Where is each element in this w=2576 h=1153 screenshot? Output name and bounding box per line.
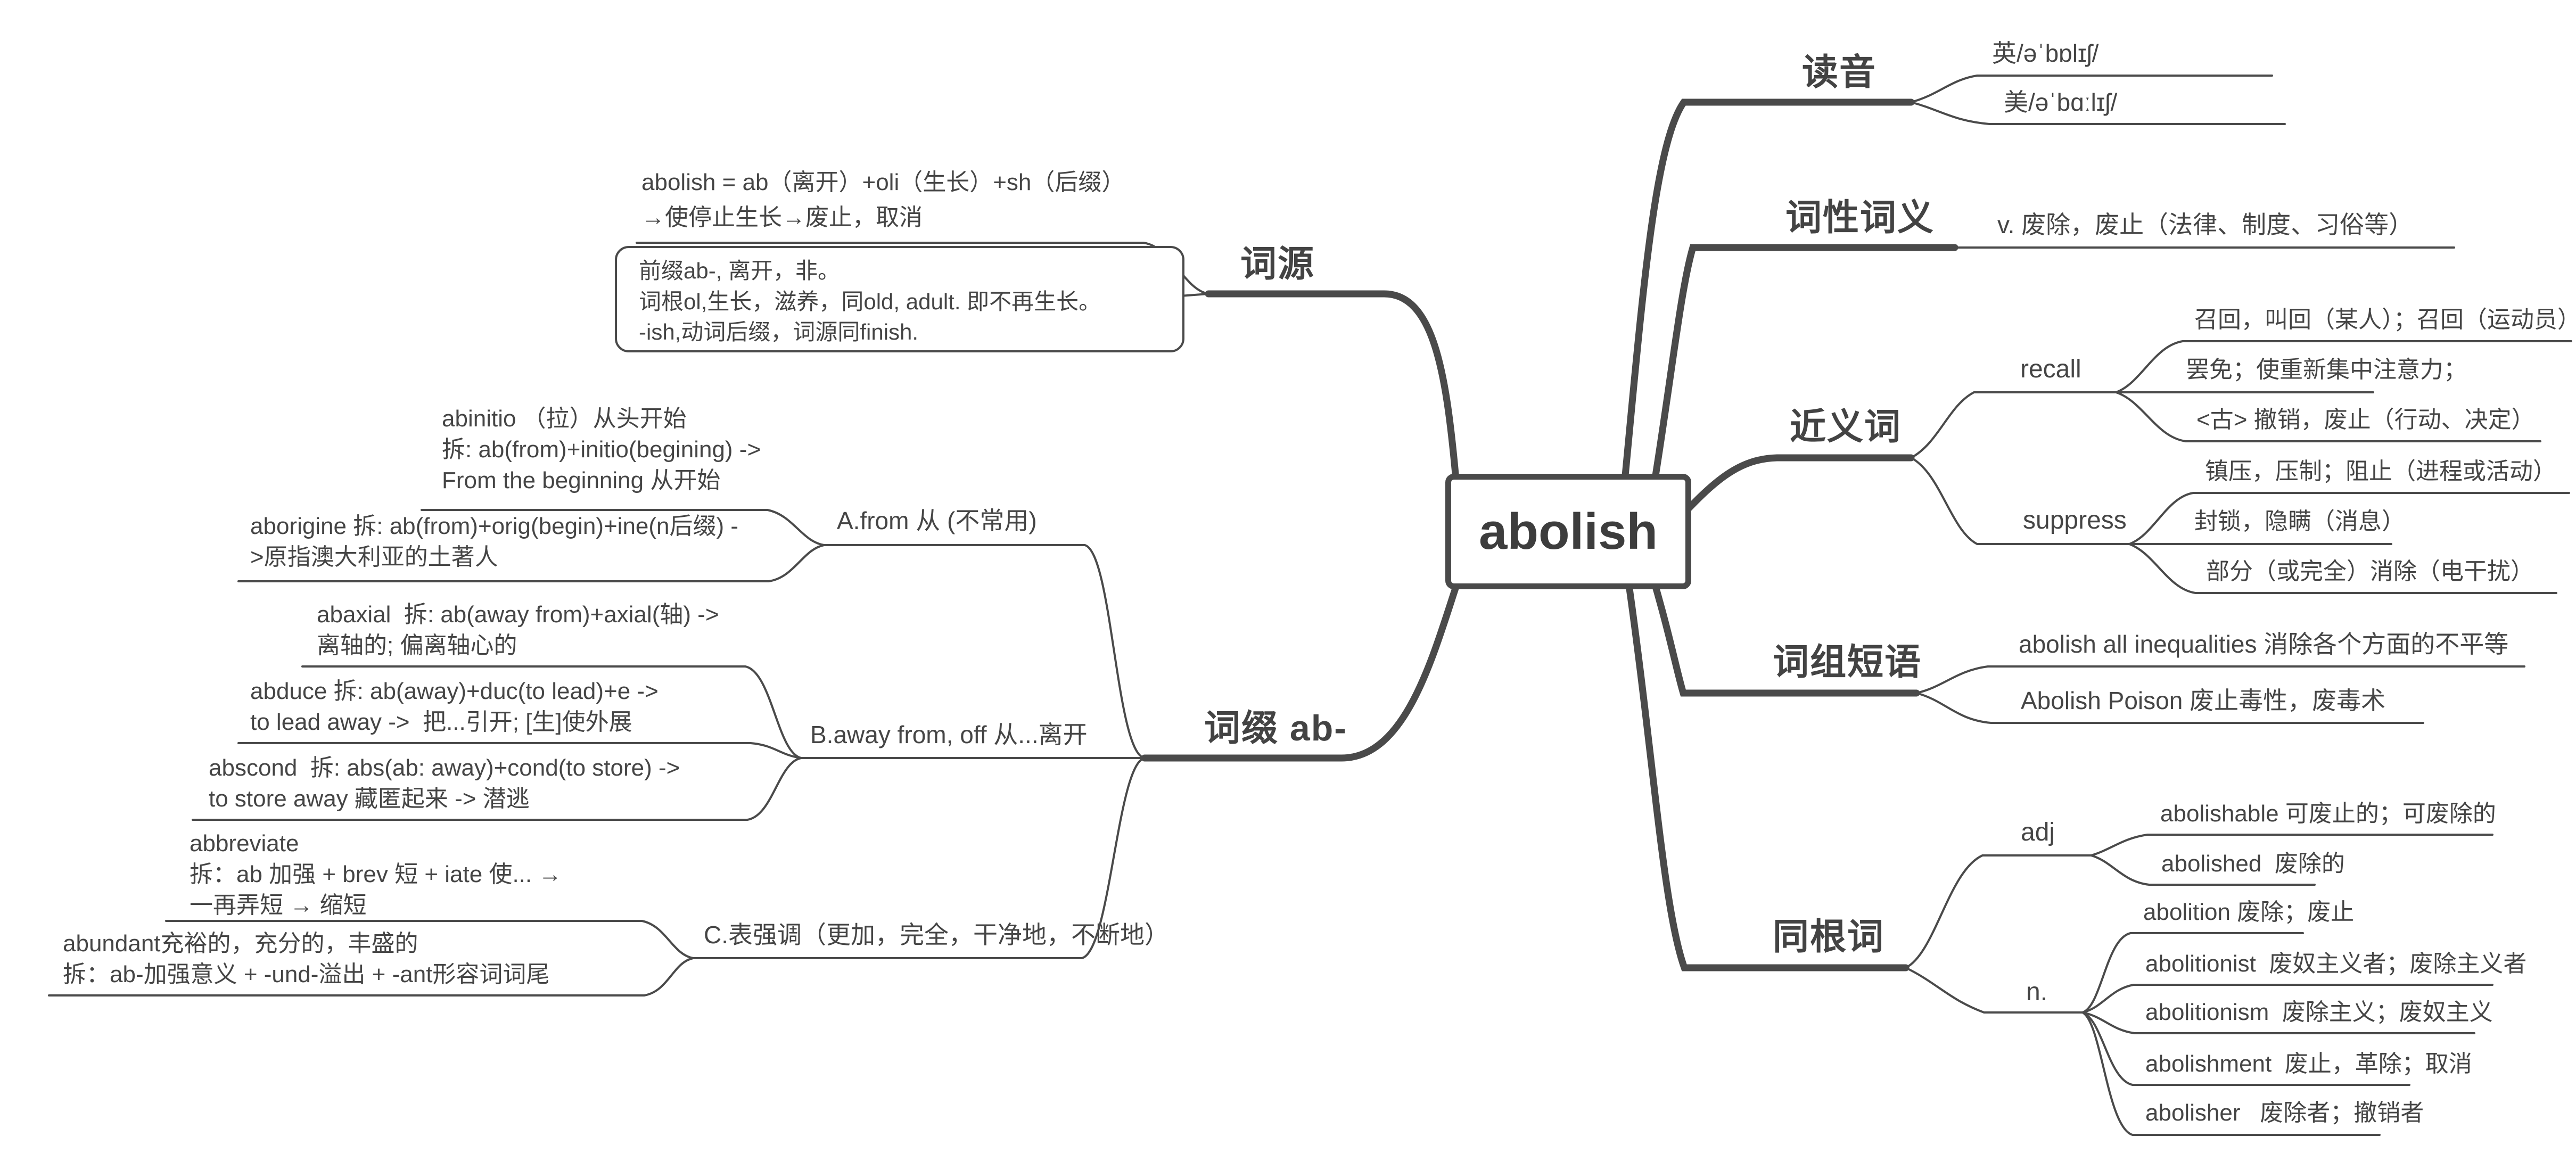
wire-n-0: [2081, 932, 2304, 1014]
node-etymology-formula[interactable]: abolish = ab（离开）+oli（生长）+sh（后缀） →使停止生长→废…: [641, 169, 1125, 230]
wire-n-3: [2081, 1011, 2410, 1086]
wire-n: [1905, 967, 2084, 1014]
wire-n-4: [2081, 1011, 2381, 1136]
wire-pron-uk: [1910, 75, 2273, 103]
wire-recall-sense-0: [2115, 340, 2572, 393]
wire-recall-sense-2: [2115, 391, 2541, 442]
node-prefix-item-abduce[interactable]: abduce 拆: ab(away)+duc(to lead)+e -> to …: [250, 678, 659, 736]
node-prefix-item-abbreviate[interactable]: abbreviate 拆：ab 加强 + brev 短 + iate 使... …: [190, 830, 562, 919]
node-n-item[interactable]: abolition 废除；废止: [2143, 899, 2355, 925]
wire-adj: [1905, 854, 2092, 969]
wire-b-item-2: [192, 757, 802, 821]
central-topic-label: abolish: [1478, 503, 1658, 560]
wire-group-c: [692, 757, 1146, 959]
node-prefix-item-abscond[interactable]: abscond 拆: abs(ab: away)+cond(to store) …: [209, 755, 680, 812]
wire-phrase-0: [1915, 665, 2525, 694]
node-prefix-item-aborigine[interactable]: aborigine 拆: ab(from)+orig(begin)+ine(n后…: [250, 513, 739, 571]
branch-prefix[interactable]: 词缀 ab-: [1204, 708, 1347, 748]
branch-pronunciation[interactable]: 读音: [1802, 52, 1877, 93]
branch-line-pronunciation: [1622, 98, 1915, 479]
node-n-item[interactable]: abolishment 废止，革除；取消: [2145, 1051, 2472, 1077]
node-prefix-item-abaxial[interactable]: abaxial 拆: ab(away from)+axial(轴) -> 离轴的…: [317, 602, 719, 659]
node-recall[interactable]: recall: [2020, 355, 2081, 383]
node-n-item[interactable]: abolitionism 废除主义；废奴主义: [2145, 999, 2493, 1025]
branch-line-phrases: [1649, 574, 1920, 697]
wire-b-item-0: [301, 665, 802, 759]
node-adj[interactable]: adj: [2021, 818, 2055, 846]
wire-c-item-0: [165, 920, 694, 959]
node-pronunciation-us[interactable]: 美/əˈbɑːlɪʃ/: [2004, 88, 2118, 116]
branch-phrases[interactable]: 词组短语: [1773, 642, 1922, 682]
node-prefix-group-a[interactable]: A.from 从 (不常用): [837, 507, 1037, 534]
node-prefix-group-b[interactable]: B.away from, off 从...离开: [810, 721, 1088, 748]
node-prefix-item-abinitio[interactable]: abinitio （拉）从头开始 拆: ab(from)+initio(begi…: [442, 406, 761, 494]
node-pronunciation-uk[interactable]: 英/əˈbɒlɪʃ/: [1992, 39, 2099, 67]
node-adj-item[interactable]: abolished 废除的: [2161, 851, 2345, 877]
wire-n-1: [2081, 984, 2493, 1014]
node-n-item[interactable]: abolitionist 废奴主义者；废除主义者: [2145, 951, 2527, 977]
wire-a-item-0: [421, 509, 825, 546]
node-prefix-item-abundant[interactable]: abundant充裕的，充分的，丰盛的 拆：ab-加强意义 + -und-溢出 …: [63, 930, 550, 988]
wire-suppress-sense-2: [2128, 543, 2557, 594]
wire-a-item-1: [237, 544, 825, 582]
wire-suppress: [1910, 457, 2130, 545]
branch-line-synonyms: [1672, 454, 1915, 526]
wire-adj-1: [2090, 854, 2316, 886]
etymology-note-box[interactable]: [615, 246, 1184, 352]
wire-ety-note: [1179, 293, 1209, 297]
branch-synonyms[interactable]: 近义词: [1790, 407, 1902, 447]
node-etymology-note[interactable]: 前缀ab-, 离开，非。 词根ol,生长，滋养，同old, adult. 即不再…: [639, 258, 1101, 345]
wire-b-item-1: [237, 742, 802, 759]
branch-line-prefix: [1141, 575, 1462, 762]
wire-c-item-1: [48, 957, 694, 996]
wire-suppress-sense-0: [2128, 492, 2570, 545]
central-topic[interactable]: abolish: [1445, 474, 1691, 589]
node-n-item[interactable]: abolisher 废除者；撤销者: [2145, 1100, 2424, 1126]
node-phrase[interactable]: abolish all inequalities 消除各个方面的不平等: [2019, 630, 2509, 658]
node-adj-item[interactable]: abolishable 可废止的；可废除的: [2160, 801, 2496, 827]
node-suppress-sense[interactable]: 部分（或完全）消除（电干扰）: [2206, 558, 2534, 584]
node-recall-sense[interactable]: 罢免；使重新集中注意力；: [2186, 357, 2467, 383]
branch-etymology[interactable]: 词源: [1240, 244, 1315, 284]
node-pos-meaning[interactable]: v. 废除，废止（法律、制度、习俗等）: [1997, 211, 2414, 238]
branch-line-etymology: [1205, 290, 1459, 477]
branch-line-cognates: [1624, 574, 1910, 971]
wire-adj-0: [2090, 834, 2493, 856]
branch-line-pos: [1652, 244, 1958, 479]
node-n[interactable]: n.: [2026, 978, 2048, 1006]
node-suppress[interactable]: suppress: [2023, 506, 2127, 534]
branch-pos[interactable]: 词性词义: [1785, 197, 1935, 238]
node-recall-sense[interactable]: 召回，叫回（某人）；召回（运动员）: [2194, 307, 2576, 333]
node-suppress-sense[interactable]: 封锁，隐瞒（消息）: [2194, 508, 2405, 534]
node-recall-sense[interactable]: <古> 撤销，废止（行动、决定）: [2196, 407, 2535, 433]
wire-pron-us: [1910, 101, 2286, 125]
wire-n-2: [2081, 1011, 2475, 1034]
branch-cognates[interactable]: 同根词: [1773, 917, 1885, 957]
node-suppress-sense[interactable]: 镇压，压制；阻止（进程或活动）: [2205, 458, 2556, 484]
wire-recall: [1910, 391, 2117, 459]
wire-phrase-1: [1915, 692, 2424, 724]
node-phrase[interactable]: Abolish Poison 废止毒性，废毒术: [2021, 687, 2386, 714]
node-prefix-group-c[interactable]: C.表强调（更加，完全，干净地，不断地）: [704, 921, 1169, 949]
wire-group-a: [823, 544, 1146, 759]
